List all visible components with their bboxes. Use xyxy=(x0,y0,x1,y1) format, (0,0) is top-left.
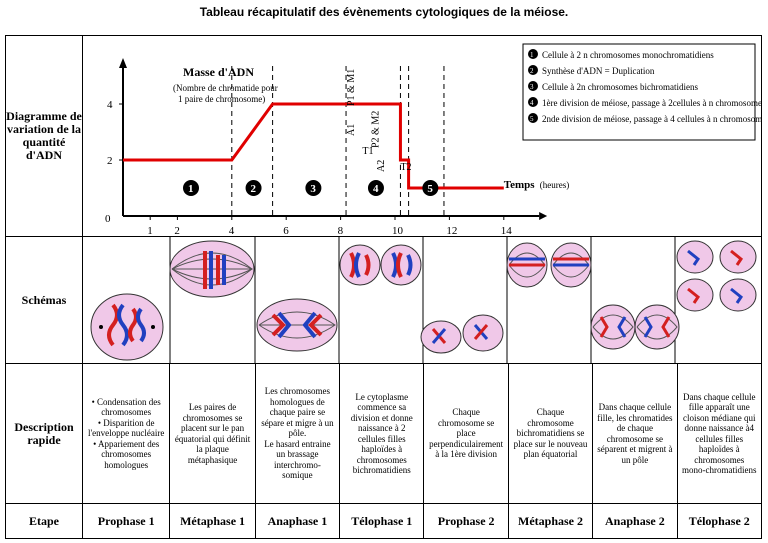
desc-metaphase1: Les paires de chromosomes se placent sur… xyxy=(169,363,256,504)
x-axis-arrow xyxy=(539,212,548,220)
telophase1-cells xyxy=(339,244,422,286)
y-axis-sublabel: 1 paire de chromosome) xyxy=(178,94,265,104)
legend-number-badge xyxy=(528,113,538,123)
prophase2-cells xyxy=(420,314,504,354)
phase-number-badge xyxy=(245,180,262,196)
legend-number: 3 xyxy=(530,83,534,91)
x-tick-label: 2 xyxy=(174,225,180,236)
phase-label: T2 xyxy=(400,162,411,173)
legend-item: Cellule à 2n chromosomes bichromatidiens xyxy=(542,82,698,92)
phase-number-badge xyxy=(422,180,439,196)
y-tick-label: 4 xyxy=(107,99,113,111)
etape-metaphase2: Métaphase 2 xyxy=(507,503,594,539)
x-tick-label: 4 xyxy=(229,225,235,236)
x-axis-unit: (heures) xyxy=(540,180,569,190)
page-title: Tableau récapitulatif des évènements cyt… xyxy=(199,5,569,19)
phase-label: P1 & M1 xyxy=(346,69,357,106)
x-axis-label: Temps xyxy=(504,179,535,191)
desc-anaphase1: Les chromosomes homologues de chaque pai… xyxy=(254,363,341,504)
prophase1-cell xyxy=(90,293,164,361)
phase-label: P2 & M2 xyxy=(371,111,382,148)
etape-prophase2: Prophase 2 xyxy=(423,503,509,539)
legend-number: 2 xyxy=(530,67,534,75)
desc-telophase1: Le cytoplasme commence sa division et do… xyxy=(339,363,425,504)
schemas-cell xyxy=(82,236,762,364)
row-header-description: Description rapide xyxy=(5,363,83,504)
y-tick-label: 2 xyxy=(107,155,113,167)
anaphase1-cell xyxy=(256,298,338,352)
legend-number: 4 xyxy=(530,99,534,107)
legend-number: 1 xyxy=(530,51,534,59)
row-header-diagram: Diagramme de variation de la quantité d'… xyxy=(5,35,83,237)
x-tick-label: 12 xyxy=(446,225,457,236)
metaphase2-cells xyxy=(506,242,592,288)
x-tick-label: 6 xyxy=(283,225,289,236)
x-tick-label: 14 xyxy=(501,225,513,236)
dna-series-line xyxy=(123,102,504,190)
etape-prophase1: Prophase 1 xyxy=(81,503,171,539)
legend-item: Cellule à 2 n chromosomes monochromatidi… xyxy=(542,50,714,60)
metaphase1-cell xyxy=(169,240,255,298)
row-header-etape: Etape xyxy=(5,503,83,539)
desc-prophase1: • Condensation des chromosomes • Dispari… xyxy=(81,363,171,504)
y-axis-arrow xyxy=(119,58,127,68)
legend-number: 5 xyxy=(530,115,534,123)
phase-label: A2 xyxy=(376,160,387,172)
x-tick-label: 8 xyxy=(338,225,344,236)
phase-number-badge xyxy=(183,180,199,196)
anaphase2-cells xyxy=(590,304,680,350)
etape-telophase2: Télophase 2 xyxy=(676,503,763,539)
legend-number-badge xyxy=(528,65,538,75)
schemas-drawing xyxy=(90,237,757,363)
phase-number: 5 xyxy=(427,183,433,195)
phase-label: T1 xyxy=(362,146,373,157)
telophase2-cells xyxy=(676,240,757,312)
etape-anaphase2: Anaphase 2 xyxy=(592,503,678,539)
desc-metaphase2: Chaque chromosome bichromatidiens se pla… xyxy=(507,363,594,504)
phase-label: A1 xyxy=(346,124,357,136)
legend-item: 1ère division de méiose, passage à 2cell… xyxy=(542,98,761,108)
legend-number-badge xyxy=(528,97,538,107)
y-axis-label: Masse d'ADN xyxy=(183,65,254,79)
legend-number-badge xyxy=(528,81,538,91)
x-tick-label: 0 xyxy=(105,213,111,225)
etape-telophase1: Télophase 1 xyxy=(339,503,425,539)
legend-item: Synthèse d'ADN = Duplication xyxy=(542,66,655,76)
desc-prophase2: Chaque chromosome se place perpendiculai… xyxy=(423,363,509,504)
phase-number-badge xyxy=(367,180,384,196)
legend-number-badge xyxy=(528,49,538,59)
phase-number-badge xyxy=(305,180,322,196)
etape-anaphase1: Anaphase 1 xyxy=(254,503,341,539)
phase-number: 2 xyxy=(251,183,257,195)
y-axis-sublabel: (Nombre de chromatide pour xyxy=(173,83,278,93)
phase-number: 4 xyxy=(373,183,379,195)
x-tick-label: 10 xyxy=(392,225,404,236)
desc-telophase2: Dans chaque cellule fille apparaît une c… xyxy=(676,363,763,504)
summary-table: Diagramme de variation de la quantité d'… xyxy=(5,35,763,539)
phase-number: 1 xyxy=(188,183,194,195)
legend-box xyxy=(522,43,756,141)
phase-number: 3 xyxy=(310,183,316,195)
legend-item: 2nde division de méiose, passage à 4 cel… xyxy=(542,114,761,124)
etape-metaphase1: Métaphase 1 xyxy=(169,503,256,539)
row-header-schemas: Schémas xyxy=(5,236,83,364)
x-tick-label: 1 xyxy=(147,225,153,236)
desc-anaphase2: Dans chaque cellule fille, les chromatid… xyxy=(592,363,678,504)
